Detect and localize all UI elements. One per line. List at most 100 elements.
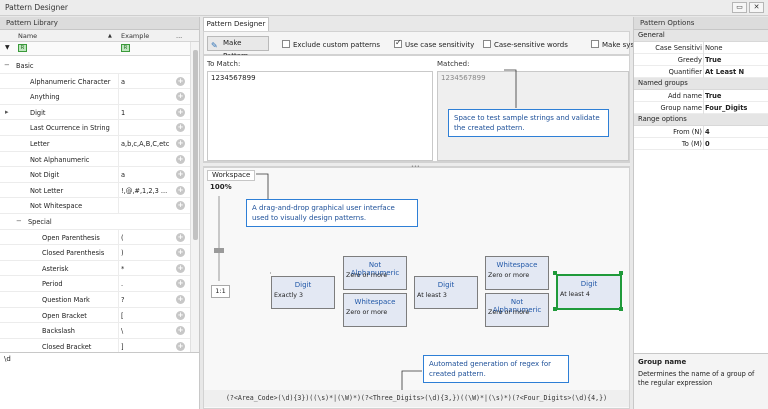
column-separator — [118, 291, 119, 307]
library-row[interactable]: Anything+ — [0, 89, 190, 105]
library-group-row[interactable]: −Special — [0, 214, 190, 230]
collapse-icon[interactable]: − — [16, 216, 22, 225]
library-scrollbar[interactable] — [190, 42, 199, 353]
option-value[interactable]: Four_Digits — [705, 104, 748, 112]
library-row[interactable]: Backslash\+ — [0, 323, 190, 339]
make-pattern-button[interactable]: ✎ Make Pattern — [207, 36, 269, 60]
add-pattern-icon[interactable]: + — [176, 201, 185, 211]
zoom-reset-button[interactable]: 1:1 — [211, 285, 230, 298]
option-group-header[interactable]: Range options — [634, 114, 768, 126]
library-row[interactable]: Not Letter!,@,#,1,2,3 ...+ — [0, 182, 190, 199]
add-pattern-icon[interactable]: + — [176, 326, 185, 336]
close-button[interactable]: ✕ — [749, 2, 764, 13]
column-example[interactable]: Example — [121, 32, 150, 40]
add-pattern-icon[interactable]: + — [176, 341, 185, 351]
library-row[interactable]: Period.+ — [0, 276, 190, 292]
use-case-sensitivity-checkbox[interactable]: Use case sensitivity — [394, 38, 474, 49]
make-sys-checkbox[interactable]: Make sys — [591, 40, 634, 49]
library-preview: \d — [0, 352, 200, 409]
library-row[interactable]: Not Alphanumeric+ — [0, 151, 190, 168]
library-row[interactable]: Closed Bracket]+ — [0, 338, 190, 353]
add-pattern-icon[interactable]: + — [176, 294, 185, 304]
option-value[interactable]: At Least N — [705, 68, 745, 76]
checkbox-empty-icon[interactable] — [483, 40, 491, 48]
case-sensitive-words-checkbox[interactable]: Case-sensitive words — [483, 40, 568, 49]
pattern-options-header: Pattern Options — [634, 17, 768, 30]
resize-handle[interactable] — [619, 271, 623, 275]
library-row[interactable]: Open Bracket[+ — [0, 307, 190, 324]
option-value[interactable]: True — [705, 56, 722, 64]
node-title: Not Alphanumeric — [350, 261, 400, 277]
checkbox-empty-icon[interactable] — [282, 40, 290, 48]
option-value[interactable]: 4 — [705, 128, 710, 136]
add-pattern-icon[interactable]: + — [176, 185, 185, 195]
regex-filter-icon-example[interactable]: R — [121, 44, 130, 52]
checkbox-empty-icon[interactable] — [591, 40, 599, 48]
filter-icon[interactable]: ▼ — [5, 44, 10, 51]
collapse-icon[interactable]: − — [4, 61, 10, 69]
add-pattern-icon[interactable]: + — [176, 279, 185, 289]
library-row-name: Special — [28, 217, 52, 226]
library-row[interactable]: Open Parenthesis(+ — [0, 229, 190, 246]
add-pattern-icon[interactable]: + — [176, 138, 185, 148]
library-row[interactable]: Asterisk*+ — [0, 260, 190, 277]
option-group-header[interactable]: Named groups — [634, 78, 768, 90]
generated-regex: (?<Area_Code>(\d){3})((\s)*|(\W)*)(?<Thr… — [204, 390, 629, 407]
zoom-slider-knob[interactable] — [214, 248, 224, 253]
add-pattern-icon[interactable]: + — [176, 170, 185, 180]
add-pattern-icon[interactable]: + — [176, 232, 185, 242]
library-row[interactable]: Not Whitespace+ — [0, 198, 190, 214]
add-pattern-icon[interactable]: + — [176, 92, 185, 102]
exclude-custom-patterns-checkbox[interactable]: Exclude custom patterns — [282, 40, 380, 49]
option-group-header[interactable]: General — [634, 30, 768, 42]
option-row[interactable]: From (N)4 — [634, 126, 768, 138]
column-separator — [118, 151, 119, 167]
add-pattern-icon[interactable]: + — [176, 263, 185, 273]
scrollbar-thumb[interactable] — [193, 50, 198, 240]
regex-filter-icon[interactable]: R — [18, 44, 27, 52]
library-group-row[interactable]: −Basic — [0, 58, 190, 74]
add-pattern-icon[interactable]: + — [176, 154, 185, 164]
checkbox-checked-icon[interactable] — [394, 38, 402, 48]
column-name[interactable]: Name — [18, 32, 38, 40]
option-value[interactable]: None — [705, 44, 723, 52]
zoom-slider[interactable] — [218, 196, 220, 281]
option-value[interactable]: True — [705, 92, 722, 100]
add-pattern-icon[interactable]: + — [176, 123, 185, 133]
library-filter-row[interactable]: ▼ R R — [0, 42, 199, 56]
resize-handle[interactable] — [553, 271, 557, 275]
resize-handle[interactable] — [553, 307, 557, 311]
column-more[interactable]: ... — [176, 32, 183, 40]
tab-pattern-designer[interactable]: Pattern Designer — [203, 17, 269, 31]
tab-workspace[interactable]: Workspace — [207, 170, 256, 181]
add-pattern-icon[interactable]: + — [176, 310, 185, 320]
library-row[interactable]: Question Mark?+ — [0, 291, 190, 308]
option-value[interactable]: 0 — [705, 140, 710, 148]
to-match-input[interactable]: 1234567899 — [207, 71, 433, 161]
library-row[interactable]: Closed Parenthesis)+ — [0, 245, 190, 261]
add-pattern-icon[interactable]: + — [176, 107, 185, 117]
resize-handle[interactable] — [619, 307, 623, 311]
option-row[interactable]: To (M)0 — [634, 138, 768, 150]
library-row[interactable]: Last Ocurrence in String+ — [0, 120, 190, 136]
add-pattern-icon[interactable]: + — [176, 248, 185, 258]
add-pattern-icon[interactable]: + — [176, 76, 185, 86]
restore-button[interactable]: ▭ — [732, 2, 747, 13]
column-separator — [118, 73, 119, 89]
